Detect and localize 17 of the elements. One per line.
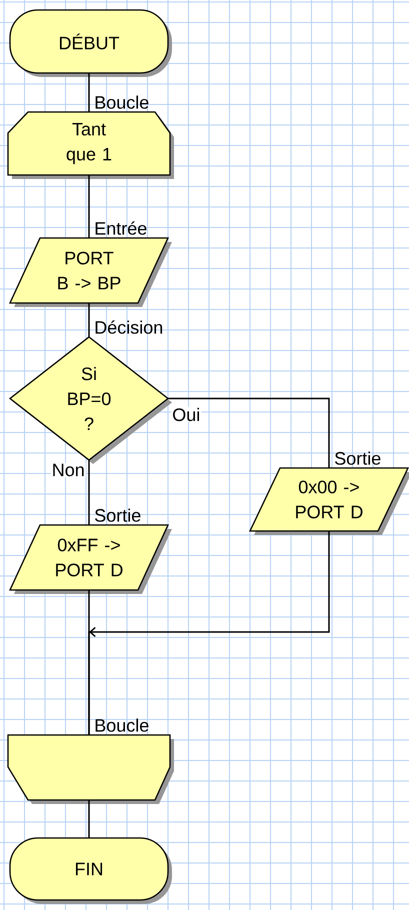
node-caption: Boucle xyxy=(96,96,148,109)
loop-end-box xyxy=(7,734,174,804)
edge-label: Oui xyxy=(171,406,202,422)
connector-line xyxy=(168,398,330,468)
connector-line xyxy=(88,303,90,337)
edge-label: Non xyxy=(50,462,86,478)
connector-line xyxy=(88,460,90,525)
node-caption: Sortie xyxy=(335,452,380,465)
node-caption: Entrée xyxy=(96,221,146,235)
connector-line xyxy=(88,175,90,238)
connector-line xyxy=(88,800,90,838)
connector-line xyxy=(88,590,90,735)
loop-start-box: Tant que 1 xyxy=(7,111,174,179)
node-caption: Décision xyxy=(96,320,162,334)
connector-line xyxy=(88,73,90,112)
node-caption: Boucle xyxy=(96,718,148,732)
node-caption: Sortie xyxy=(95,508,140,522)
